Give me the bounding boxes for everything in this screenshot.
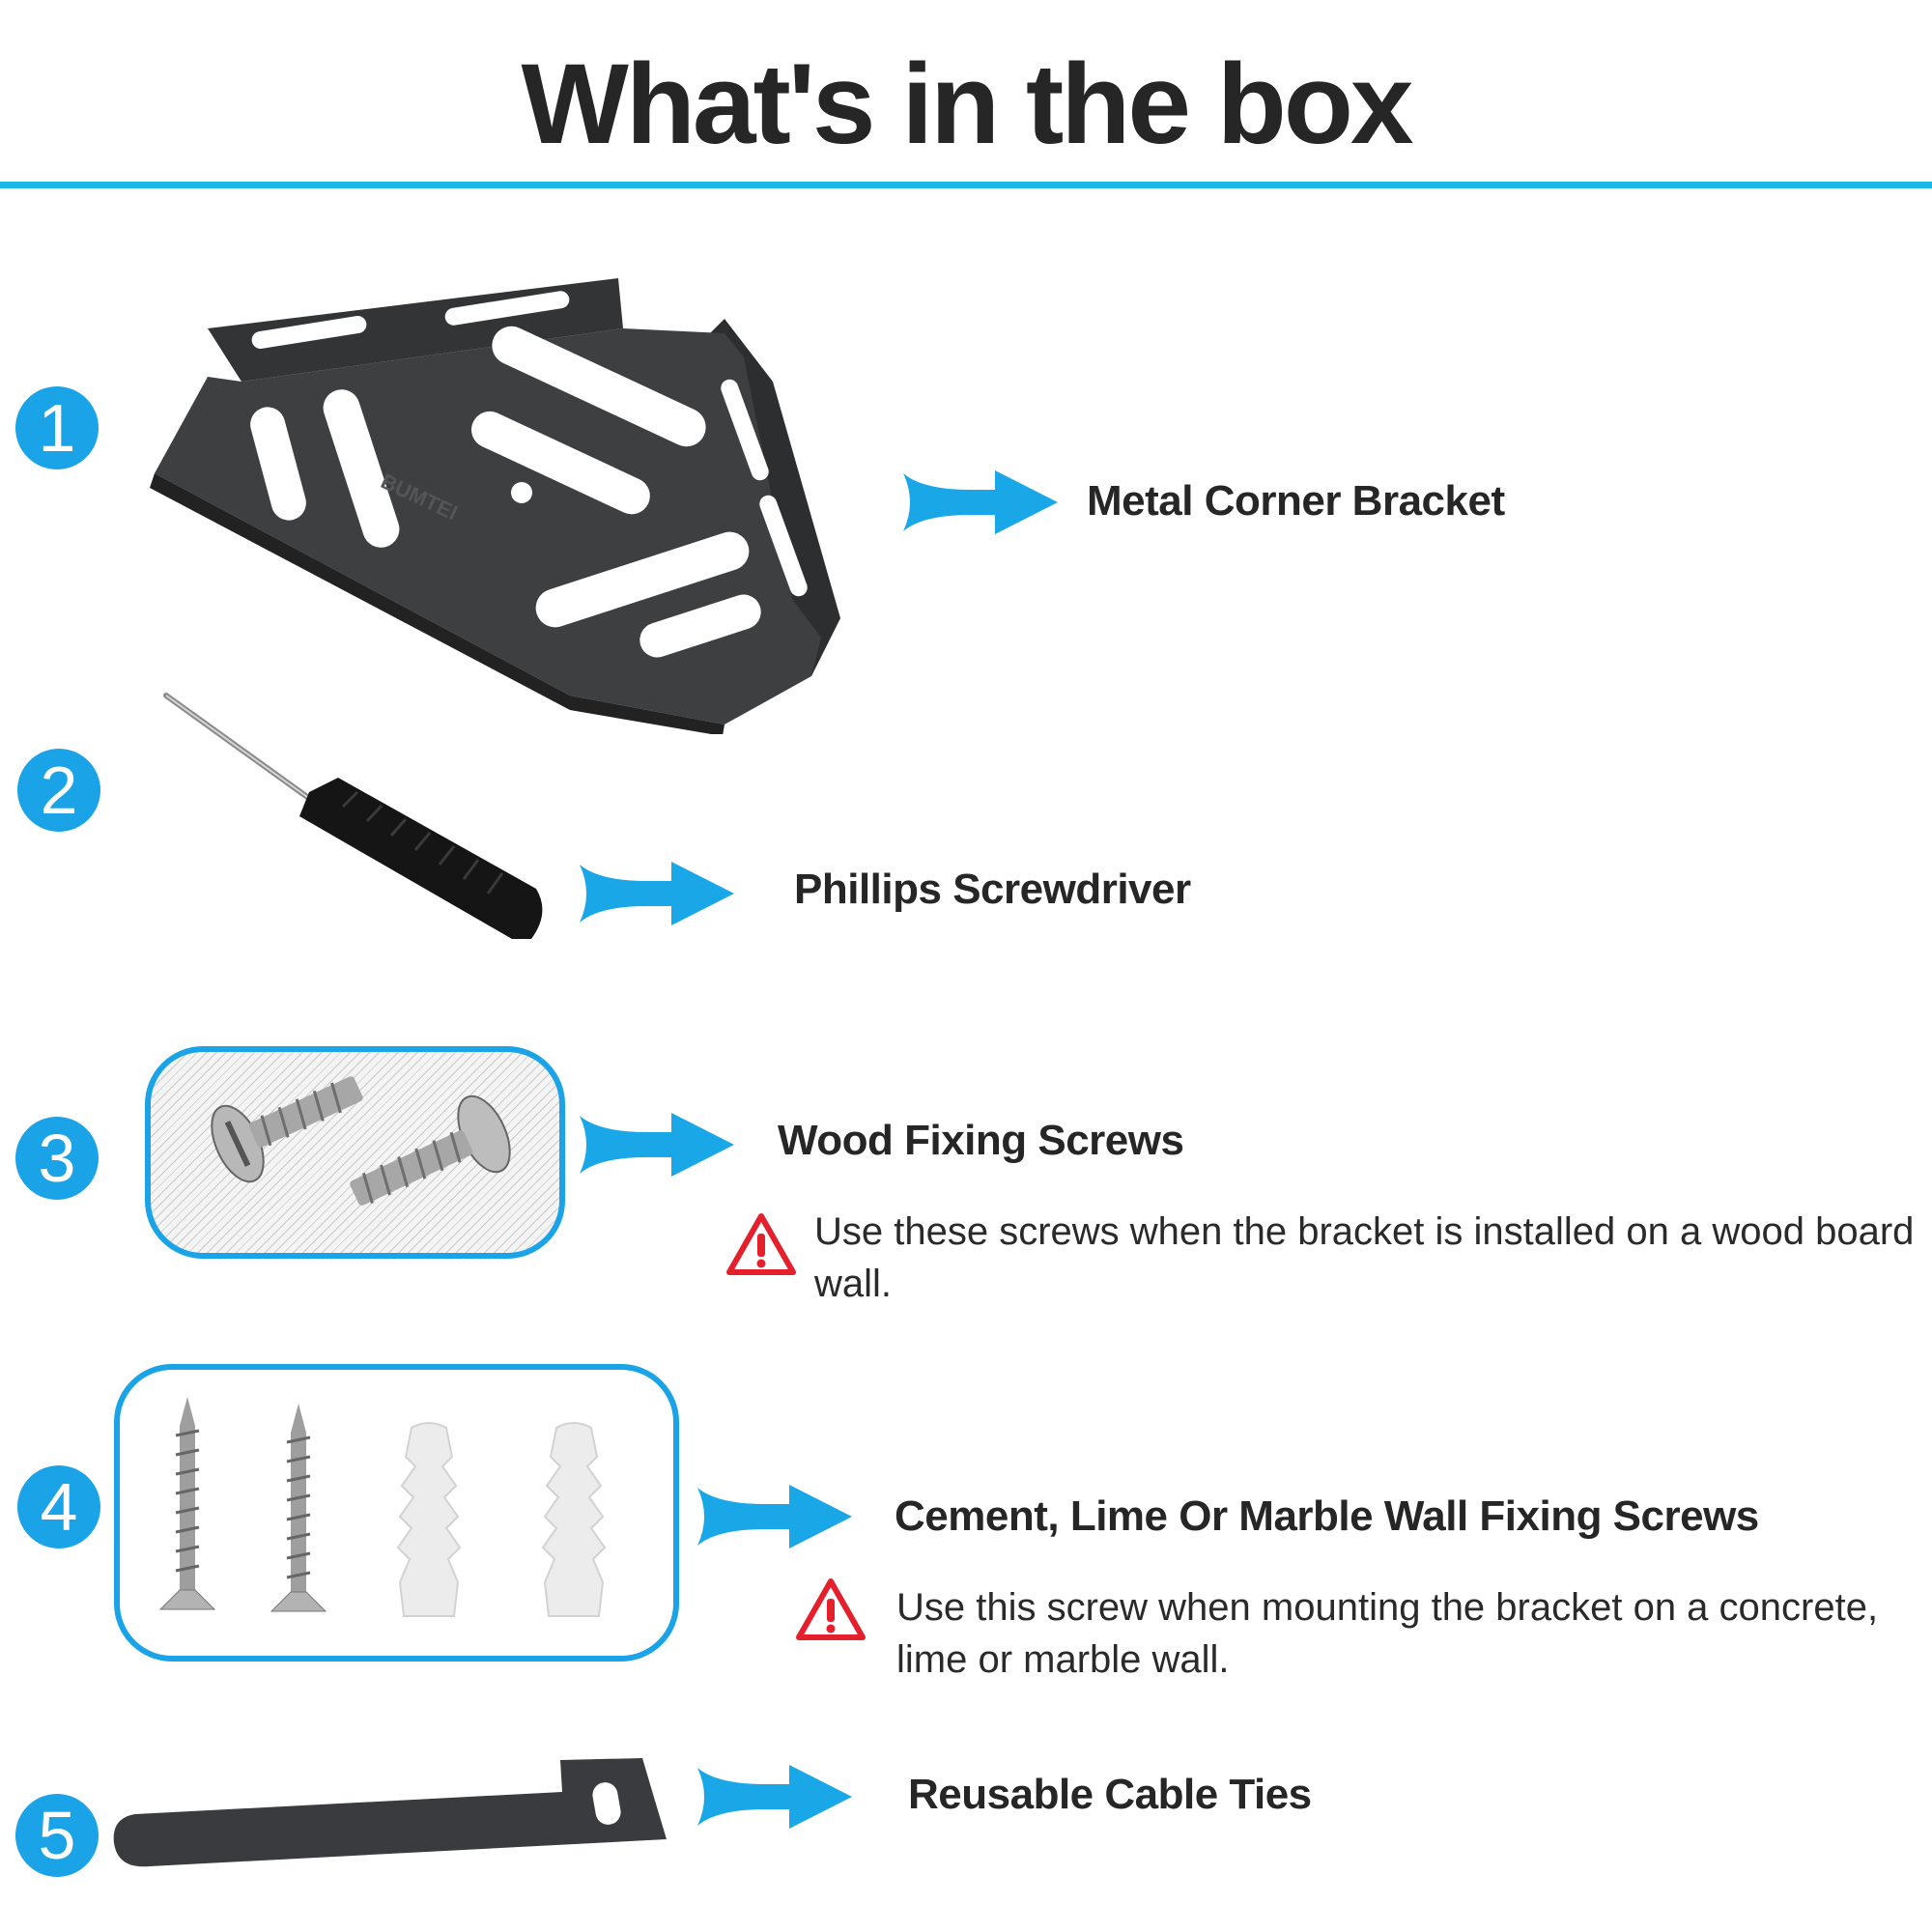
item-4-label: Cement, Lime Or Marble Wall Fixing Screw…: [895, 1492, 1759, 1540]
item-4-number-badge: 4: [17, 1465, 100, 1548]
item-1-label: Metal Corner Bracket: [1087, 477, 1505, 525]
arrow-icon: [903, 469, 1058, 536]
arrow-icon: [580, 860, 734, 927]
wood-screws-image: [211, 1076, 511, 1206]
item-2-number-badge: 2: [17, 749, 100, 832]
warning-icon: [796, 1577, 866, 1641]
item-5-label: Reusable Cable Ties: [908, 1771, 1312, 1818]
corner-bracket-image: BUMTEI: [145, 270, 879, 734]
warning-icon: [726, 1212, 796, 1276]
title-divider: [0, 182, 1932, 188]
wall-screws-box: [114, 1364, 679, 1662]
item-4-note: Use this screw when mounting the bracket…: [896, 1586, 1879, 1681]
item-3-number-badge: 3: [15, 1117, 99, 1200]
item-5-number-badge: 5: [15, 1794, 99, 1877]
wall-screws-anchors-image: [158, 1397, 607, 1617]
item-1-number-badge: 1: [15, 386, 99, 469]
item-3-label: Wood Fixing Screws: [778, 1117, 1184, 1164]
arrow-icon: [697, 1763, 852, 1831]
item-3-note: Use these screws when the bracket is ins…: [814, 1210, 1915, 1305]
cable-tie-image: [106, 1739, 676, 1874]
arrow-icon: [580, 1111, 734, 1179]
page-title: What's in the box: [521, 41, 1413, 168]
screwdriver-image: [155, 686, 551, 956]
wood-screws-box: [145, 1046, 565, 1259]
item-2-label: Phillips Screwdriver: [794, 866, 1191, 913]
arrow-icon: [697, 1483, 852, 1550]
